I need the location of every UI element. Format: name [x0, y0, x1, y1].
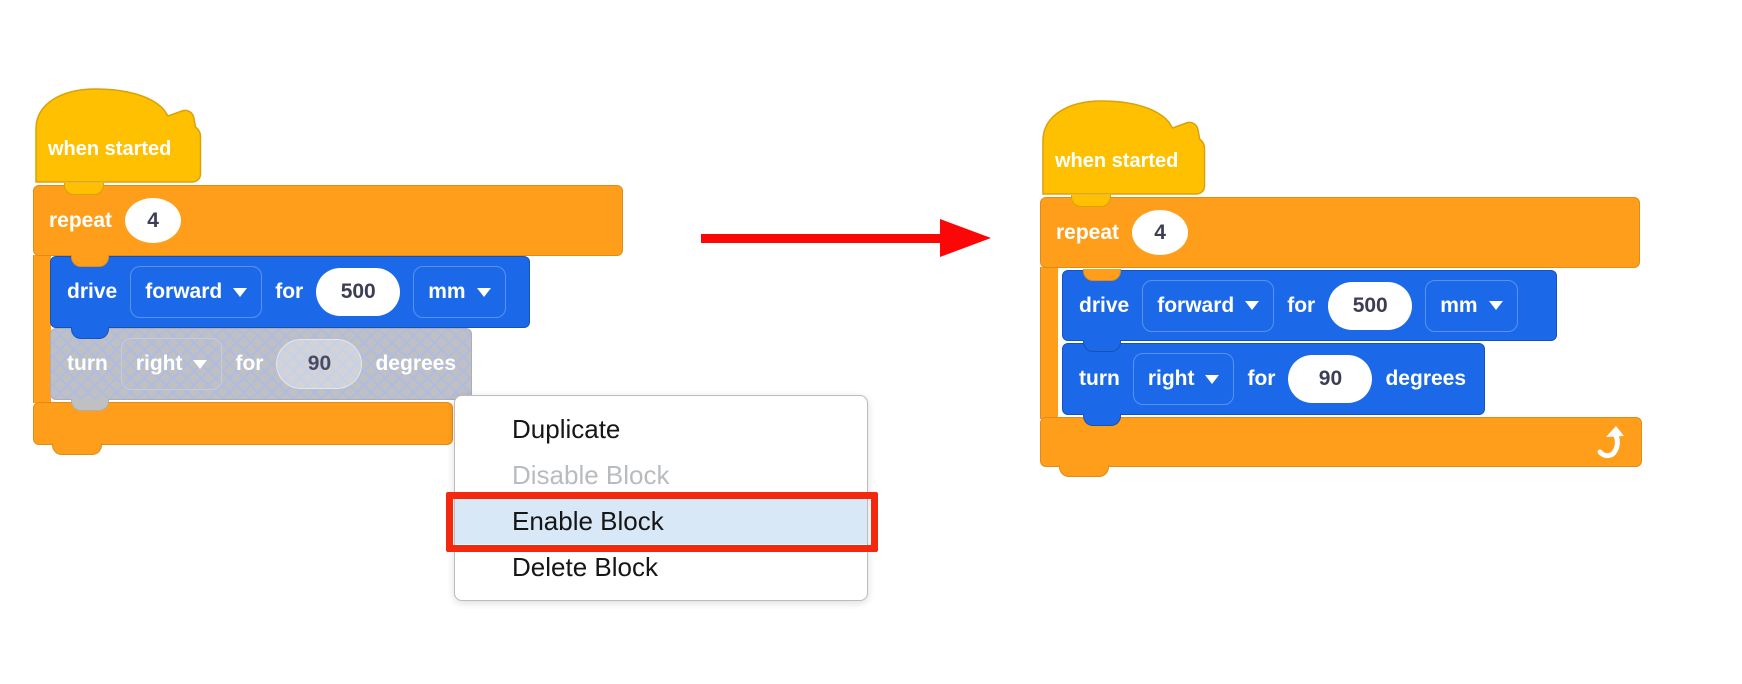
drive-unit-value: mm	[428, 280, 466, 303]
turn-direction-value: right	[1147, 367, 1195, 390]
drive-for-label: for	[1287, 293, 1316, 317]
repeat-block[interactable]: repeat 4	[1040, 197, 1640, 268]
repeat-count-input[interactable]: 4	[1132, 210, 1189, 255]
repeat-label: repeat	[1056, 220, 1120, 244]
repeat-count-input[interactable]: 4	[125, 198, 182, 243]
hat-notch-bump	[64, 183, 104, 195]
turn-angle-input[interactable]: 90	[1288, 355, 1373, 403]
when-started-label: when started	[48, 138, 172, 160]
dropdown-arrow-icon	[1488, 301, 1503, 310]
drive-direction-value: forward	[1157, 293, 1235, 317]
turn-direction-dropdown[interactable]: right	[120, 338, 223, 390]
menu-item-duplicate[interactable]: Duplicate	[512, 414, 621, 444]
drive-label: drive	[1079, 293, 1130, 317]
turn-notch-bump	[71, 399, 109, 411]
turn-block-disabled[interactable]: turn right for 90 degrees	[50, 328, 472, 400]
when-started-hat-block[interactable]	[1040, 97, 1207, 197]
repeat-c-arm	[33, 255, 51, 403]
drive-unit-value: mm	[1440, 293, 1478, 317]
dropdown-arrow-icon	[233, 287, 248, 297]
drive-distance-input[interactable]: 500	[1328, 281, 1413, 330]
turn-degrees-label: degrees	[1385, 367, 1467, 390]
block-stack-left: when started repeat 4 drive forward for …	[33, 85, 673, 465]
drive-label: drive	[67, 280, 118, 303]
dropdown-arrow-icon	[476, 287, 491, 297]
repeat-inner-notch-bump	[71, 255, 109, 267]
turn-angle-input[interactable]: 90	[276, 339, 363, 389]
repeat-label: repeat	[49, 208, 113, 232]
block-stack-right: when started repeat 4 drive forward for …	[1040, 97, 1690, 487]
red-arrow-right-icon	[701, 219, 991, 257]
drive-direction-dropdown[interactable]: forward	[130, 266, 263, 318]
when-started-hat-block[interactable]	[33, 85, 203, 185]
repeat-inner-notch-bump	[1083, 269, 1121, 281]
menu-item-enable-block[interactable]: Enable Block	[455, 498, 867, 544]
turn-degrees-label: degrees	[375, 352, 457, 375]
drive-direction-dropdown[interactable]: forward	[1142, 279, 1275, 332]
drive-direction-value: forward	[145, 280, 223, 303]
turn-label: turn	[67, 352, 108, 375]
dropdown-arrow-icon	[1205, 374, 1220, 384]
dropdown-arrow-icon	[193, 359, 208, 369]
drive-unit-dropdown[interactable]: mm	[1425, 279, 1518, 332]
menu-item-disable-block[interactable]: Disable Block	[512, 460, 670, 490]
when-started-label: when started	[1055, 150, 1179, 172]
repeat-bottom-notch-bump	[1059, 465, 1109, 477]
turn-notch-bump	[1083, 414, 1121, 426]
turn-label: turn	[1079, 367, 1120, 390]
drive-notch-bump	[71, 327, 109, 339]
drive-unit-dropdown[interactable]: mm	[413, 266, 506, 318]
drive-block[interactable]: drive forward for 500 mm	[50, 256, 530, 328]
hat-notch-bump	[1071, 195, 1111, 207]
repeat-block[interactable]: repeat 4	[33, 185, 623, 256]
turn-direction-value: right	[135, 352, 183, 375]
repeat-block-footer[interactable]	[1040, 417, 1642, 467]
repeat-bottom-notch-bump	[52, 443, 102, 455]
dropdown-arrow-icon	[1245, 301, 1260, 310]
repeat-c-arm	[1040, 267, 1058, 419]
menu-item-delete-block[interactable]: Delete Block	[512, 552, 658, 582]
drive-distance-input[interactable]: 500	[316, 268, 401, 316]
drive-notch-bump	[1083, 340, 1121, 352]
block-context-menu: Duplicate Disable Block Enable Block Del…	[446, 395, 878, 601]
drive-block[interactable]: drive forward for 500 mm	[1062, 270, 1557, 341]
turn-for-label: for	[1247, 367, 1276, 390]
turn-direction-dropdown[interactable]: right	[1132, 353, 1235, 405]
turn-block-enabled[interactable]: turn right for 90 degrees	[1062, 343, 1485, 415]
repeat-loop-icon	[1597, 426, 1624, 459]
drive-for-label: for	[275, 280, 304, 303]
turn-for-label: for	[235, 352, 264, 375]
